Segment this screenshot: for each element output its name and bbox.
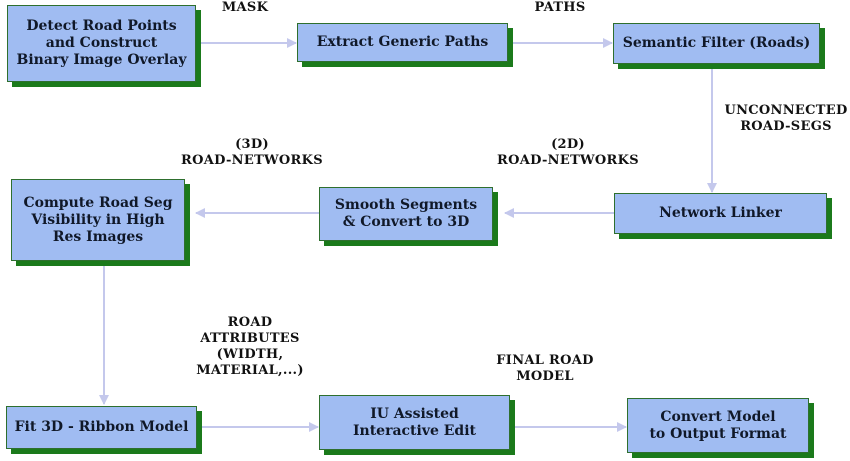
iu-assisted-edit-box: IU Assisted Interactive Edit — [319, 395, 510, 450]
smooth-segments-box: Smooth Segments & Convert to 3D — [319, 187, 493, 241]
unconnected-road-segs-label: UNCONNECTED ROAD-SEGS — [724, 103, 848, 134]
road-networks-3d-label: (3D) ROAD-NETWORKS — [181, 137, 323, 168]
final-road-model-label: FINAL ROAD MODEL — [496, 353, 594, 384]
convert-model-box: Convert Model to Output Format — [627, 398, 809, 453]
semantic-filter-box: Semantic Filter (Roads) — [613, 23, 820, 64]
compute-visibility-box: Compute Road Seg Visibility in High Res … — [11, 179, 185, 261]
road-networks-2d-label: (2D) ROAD-NETWORKS — [497, 137, 639, 168]
road-attributes-label: ROAD ATTRIBUTES (WIDTH, MATERIAL,...) — [196, 315, 304, 378]
network-linker-box: Network Linker — [614, 193, 827, 234]
fit-ribbon-model-box: Fit 3D - Ribbon Model — [6, 406, 197, 449]
detect-road-points-box: Detect Road Points and Construct Binary … — [7, 5, 196, 82]
mask-label: MASK — [221, 0, 269, 15]
paths-label: PATHS — [534, 0, 586, 15]
extract-generic-paths-box: Extract Generic Paths — [297, 23, 508, 62]
